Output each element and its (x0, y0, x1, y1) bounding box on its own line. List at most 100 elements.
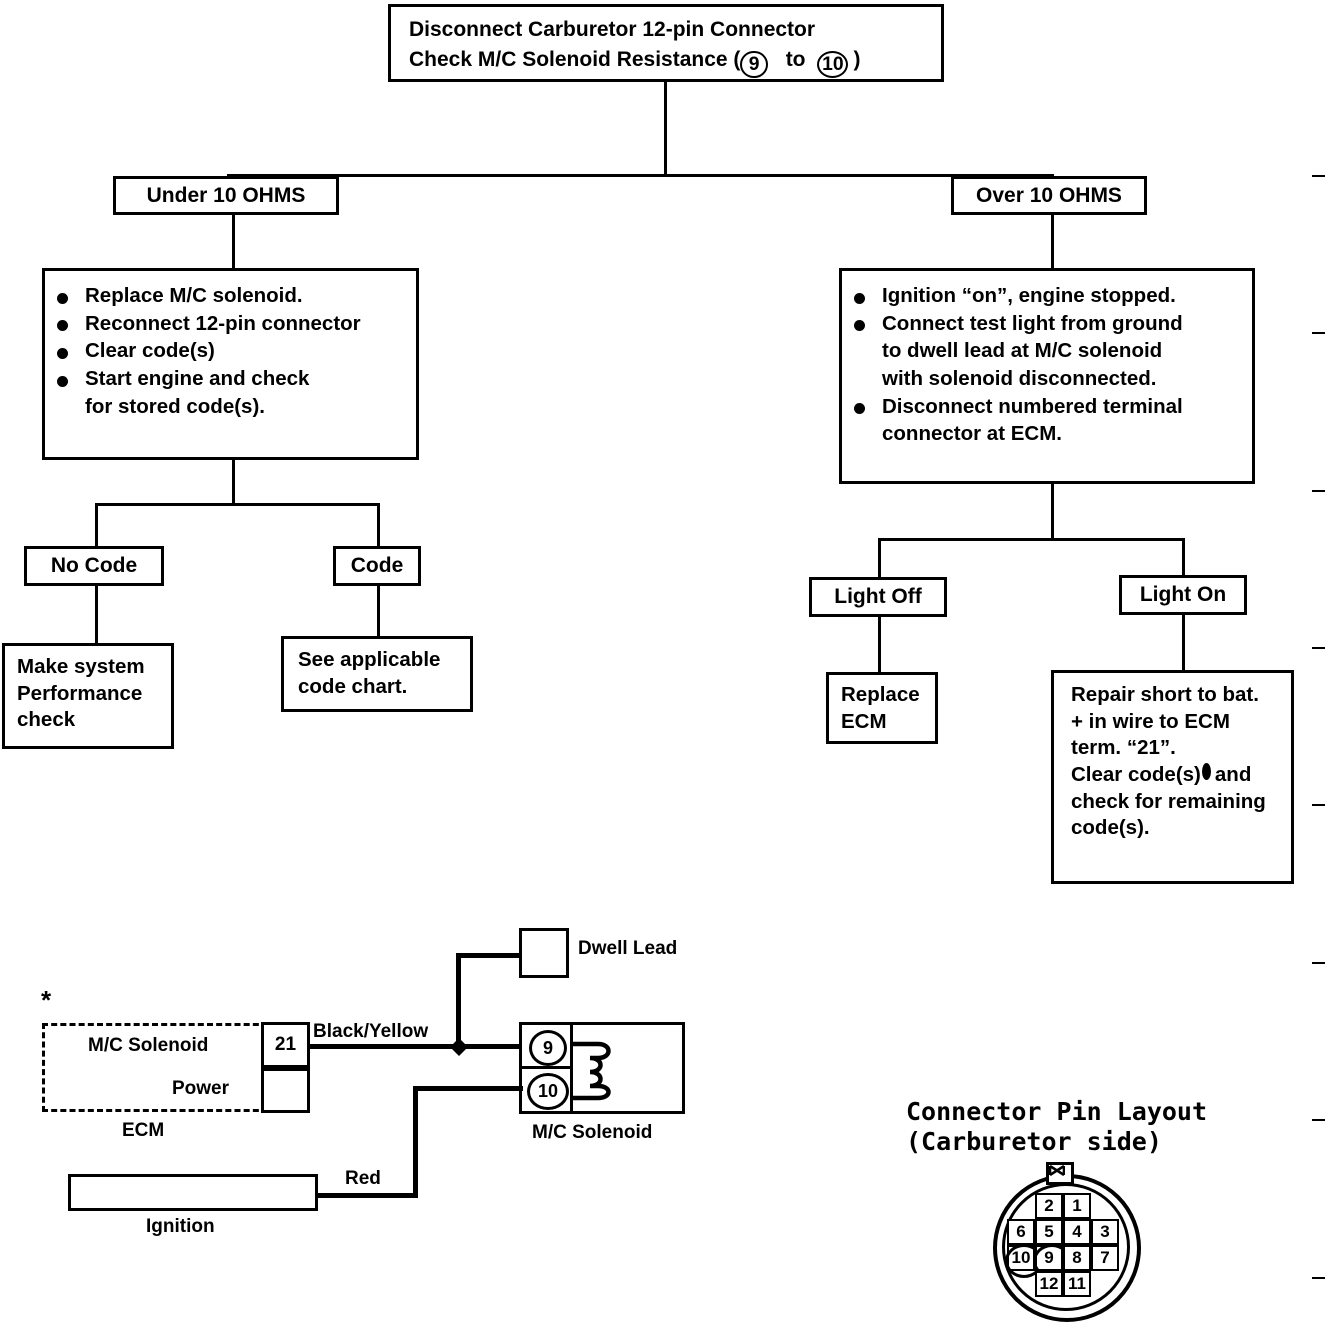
connector-title-line-2: (Carburetor side) (906, 1127, 1162, 1156)
wire-label-black-yellow: Black/Yellow (313, 1021, 429, 1042)
ecm-enclosure (42, 1023, 268, 1112)
result-see-code-chart: See applicable code chart. (281, 636, 473, 712)
connector-pin-1: 1 (1063, 1193, 1091, 1219)
connector-root-horizontal (227, 174, 1054, 177)
right-action-item: Ignition “on”, engine stopped. (842, 283, 1252, 310)
ecm-row-mc-solenoid: M/C Solenoid (88, 1035, 209, 1056)
branch-under-10-ohms: Under 10 OHMS (113, 176, 339, 215)
connector-key-tab-x-icon (1049, 1165, 1065, 1176)
root-line-2-prefix: Check M/C Solenoid Resistance ( (409, 48, 741, 72)
page-edge-tick (1312, 490, 1325, 492)
page-edge-tick (1312, 175, 1325, 177)
page-edge-tick (1312, 647, 1325, 649)
light-off-label: Light Off (834, 585, 922, 609)
connector-pin-number: 5 (1044, 1222, 1054, 1241)
right-action-item-cont: with solenoid disconnected. (882, 366, 1157, 390)
connector-pin-4: 4 (1063, 1219, 1091, 1245)
ignition-label: Ignition (146, 1216, 215, 1237)
repair-line-with-mark: Clear code(s) and (1071, 762, 1291, 789)
outcome-light-off: Light Off (809, 577, 947, 617)
branch-over-10-ohms: Over 10 OHMS (951, 176, 1147, 215)
mc-solenoid-label: M/C Solenoid (532, 1122, 653, 1143)
terminal-21-number: 21 (274, 1033, 297, 1055)
page-edge-tick (1312, 1277, 1325, 1279)
make-system-line: Make system (17, 655, 145, 678)
pin-9-number: 9 (542, 1037, 553, 1058)
wire-dwell-branch-vertical (456, 953, 461, 1046)
page-edge-tick (1312, 804, 1325, 806)
left-action-item: Replace M/C solenoid. (45, 283, 416, 310)
connector-right-actions-down (1051, 484, 1054, 540)
connector-pin-number: 12 (1039, 1274, 1059, 1293)
make-system-line: check (17, 708, 76, 732)
ecm-terminal-power (261, 1068, 310, 1113)
connector-right-split-horizontal (878, 538, 1185, 541)
code-label: Code (350, 554, 404, 578)
result-replace-ecm: Replace ECM (826, 672, 938, 744)
connector-pin-number: 2 (1044, 1196, 1054, 1215)
left-action-item: Start engine and check (45, 366, 416, 393)
outcome-code: Code (333, 546, 421, 586)
outcome-no-code: No Code (24, 546, 164, 586)
left-action-item: Clear code(s) (45, 338, 416, 365)
replace-ecm-line: Replace (841, 683, 920, 706)
repair-clear-codes: Clear code(s) (1071, 762, 1201, 786)
pin-9-badge: 9 (740, 50, 768, 79)
right-action-item-cont: to dwell lead at M/C solenoid (882, 339, 1163, 363)
connector-title-line-1: Connector Pin Layout (906, 1097, 1208, 1126)
connector-pin-11: 11 (1063, 1271, 1091, 1297)
connector-pin-number: 8 (1072, 1248, 1082, 1267)
mc-solenoid-pin-10: 10 (527, 1073, 569, 1110)
connector-pin-5: 5 (1035, 1219, 1063, 1245)
connector-pin-7: 7 (1091, 1245, 1119, 1271)
connector-light-off-down (878, 617, 881, 673)
connector-pin-number: 7 (1100, 1248, 1110, 1267)
connector-to-code (377, 503, 380, 547)
page-edge-tick (1312, 332, 1325, 334)
connector-light-on-down (1182, 615, 1185, 671)
connector-pin-3: 3 (1091, 1219, 1119, 1245)
right-action-item: Connect test light from ground (842, 311, 1252, 338)
connector-code-down (377, 586, 380, 637)
repair-line: code(s). (1071, 816, 1150, 840)
branch-over-label: Over 10 OHMS (976, 183, 1122, 207)
root-line-2-suffix: ) (853, 48, 861, 72)
right-action-item-cont: connector at ECM. (882, 422, 1062, 446)
mc-solenoid-column-divider (570, 1024, 573, 1112)
light-on-label: Light On (1139, 583, 1227, 607)
spacer-1 (806, 48, 818, 71)
wire-label-red: Red (345, 1168, 381, 1189)
wire-red-horizontal-lower (316, 1193, 418, 1198)
right-actions-list: Ignition “on”, engine stopped. Connect t… (842, 283, 1252, 448)
left-actions-list: Replace M/C solenoid. Reconnect 12-pin c… (45, 283, 416, 420)
connector-under-to-actions (232, 215, 235, 268)
repair-and: and (1214, 762, 1252, 786)
ink-blot-mark (1201, 762, 1211, 780)
connector-to-light-on (1182, 538, 1185, 578)
wire-black-yellow-horizontal (310, 1044, 520, 1049)
right-actions-box: Ignition “on”, engine stopped. Connect t… (839, 268, 1255, 484)
ecm-label: ECM (122, 1120, 165, 1141)
left-action-item: Reconnect 12-pin connector (45, 311, 416, 338)
wire-dwell-branch-horizontal (456, 953, 522, 958)
wire-red-vertical (413, 1086, 418, 1196)
connector-pin-number: 6 (1016, 1222, 1026, 1241)
asterisk-footnote-mark: * (41, 985, 52, 1015)
repair-line: + in wire to ECM (1071, 709, 1230, 733)
connector-to-light-off (878, 538, 881, 578)
root-step-box: Disconnect Carburetor 12-pin Connector C… (388, 4, 944, 82)
result-make-system-check: Make system Performance check (2, 643, 174, 749)
connector-pin-number: 11 (1068, 1274, 1086, 1293)
root-line-1: Disconnect Carburetor 12-pin Connector (409, 18, 816, 41)
see-chart-line: See applicable (298, 648, 441, 671)
dwell-lead-box (519, 928, 569, 978)
branch-under-label: Under 10 OHMS (146, 183, 306, 207)
page-edge-tick (1312, 962, 1325, 964)
replace-ecm-line: ECM (841, 709, 887, 733)
wire-red-horizontal-upper (413, 1086, 523, 1091)
dwell-lead-label: Dwell Lead (578, 938, 678, 959)
no-code-label: No Code (50, 554, 138, 578)
page-edge-tick (1312, 1119, 1325, 1121)
make-system-line: Performance (17, 681, 143, 705)
